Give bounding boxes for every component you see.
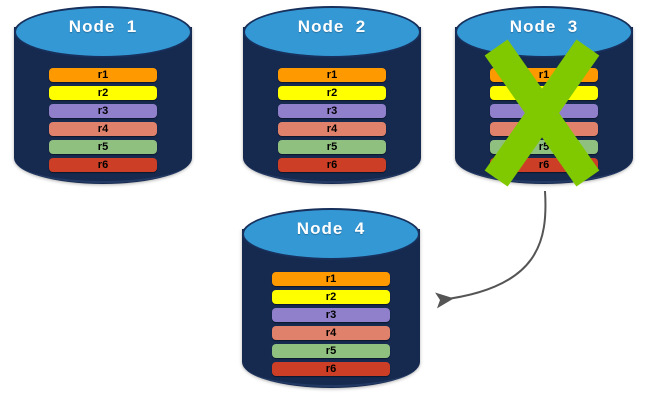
node-2-title: Node 2 [297,17,367,36]
node-3-records: r1 r2 r3 r4 r5 r6 [455,68,633,172]
record-bar: r1 [272,272,390,286]
record-bar: r2 [278,86,386,100]
node-1-records: r1 r2 r3 r4 r5 r6 [14,68,192,172]
record-bar: r3 [490,104,598,118]
record-bar: r1 [278,68,386,82]
cylinder-shape [14,6,192,184]
node-1[interactable]: Node 1 r1 r2 r3 r4 r5 r6 [14,6,192,184]
record-bar: r4 [490,122,598,136]
cylinder-bottom [16,161,190,183]
node-4-records: r1 r2 r3 r4 r5 r6 [242,272,420,376]
node-4[interactable]: Node 4 r1 r2 r3 r4 r5 r6 [242,208,420,388]
node-2[interactable]: Node 2 r1 r2 r3 r4 r5 r6 [243,6,421,184]
record-bar: r2 [49,86,157,100]
cylinder-top [243,6,421,58]
node-4-title: Node 4 [296,219,366,238]
cylinder-top [14,6,192,58]
record-bar: r5 [278,140,386,154]
record-bar: r4 [278,122,386,136]
record-bar: r1 [49,68,157,82]
record-bar: r5 [272,344,390,358]
record-bar: r5 [490,140,598,154]
node-3[interactable]: Node 3 r1 r2 r3 r4 r5 r6 [455,6,633,187]
record-bar: r5 [49,140,157,154]
record-bar: r3 [49,104,157,118]
record-bar: r1 [490,68,598,82]
node-1-title: Node 1 [68,17,138,36]
node-2-records: r1 r2 r3 r4 r5 r6 [243,68,421,172]
node-3-title: Node 3 [509,17,579,36]
record-bar: r6 [272,362,390,376]
record-bar: r3 [278,104,386,118]
record-bar: r6 [49,158,157,172]
record-bar: r4 [272,326,390,340]
record-bar: r2 [490,86,598,100]
cylinder-bottom [244,365,418,387]
record-bar: r6 [490,158,598,172]
record-bar: r3 [272,308,390,322]
record-bar: r2 [272,290,390,304]
record-bar: r4 [49,122,157,136]
record-bar: r6 [278,158,386,172]
cylinder-shape [243,6,421,184]
cylinder-bottom [245,161,419,183]
cylinder-top [242,208,420,260]
